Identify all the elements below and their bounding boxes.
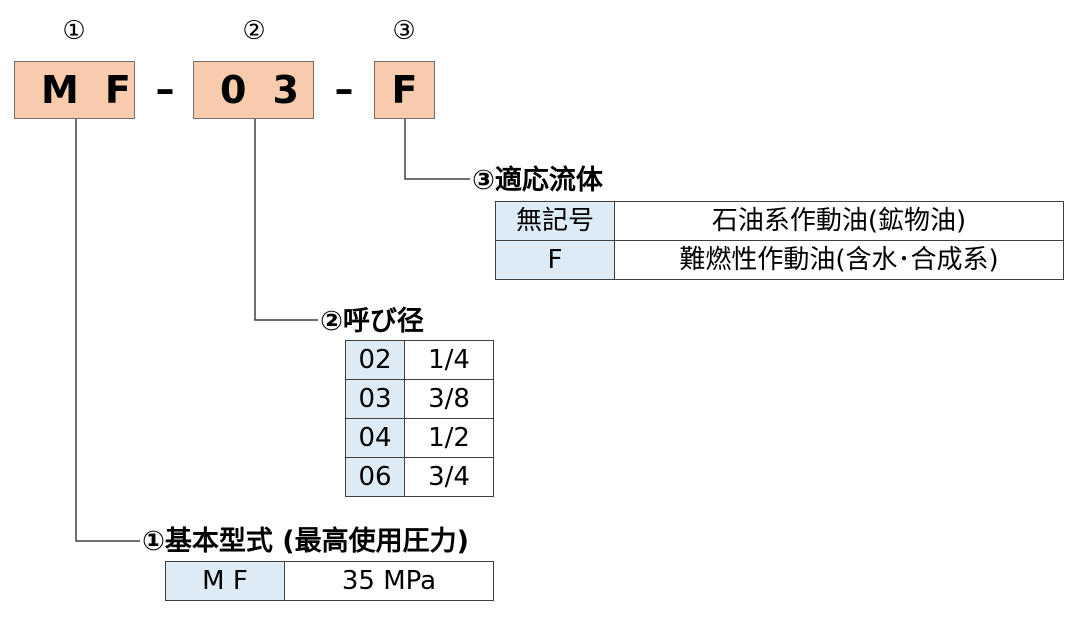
fluid-table: 無記号 石油系作動油(鉱物油) F 難燃性作動油(含水･合成系) bbox=[495, 201, 1064, 280]
code-separator-2: – bbox=[334, 67, 354, 111]
bore-key-cell: 03 bbox=[345, 379, 405, 419]
connector-model bbox=[75, 119, 140, 542]
code-part-bore: 03 bbox=[193, 61, 314, 119]
bore-value-cell: 3/8 bbox=[404, 379, 494, 419]
fluid-key-cell: 無記号 bbox=[495, 201, 615, 241]
model-value-cell: 35 MPa bbox=[284, 561, 494, 601]
bore-value-cell: 1/4 bbox=[404, 340, 494, 380]
table-row: 02 1/4 bbox=[345, 340, 494, 380]
code-separator-1: – bbox=[155, 67, 175, 111]
marker-2: ② bbox=[242, 16, 266, 46]
table-row: M F 35 MPa bbox=[165, 561, 494, 601]
table-row: 03 3/8 bbox=[345, 379, 494, 419]
table-row: 無記号 石油系作動油(鉱物油) bbox=[495, 201, 1064, 241]
bore-heading: ②呼び径 bbox=[320, 306, 424, 337]
fluid-key-cell: F bbox=[495, 240, 615, 280]
table-row: F 難燃性作動油(含水･合成系) bbox=[495, 240, 1064, 280]
bore-key-cell: 02 bbox=[345, 340, 405, 380]
bore-value-cell: 1/2 bbox=[404, 418, 494, 458]
bore-key-cell: 04 bbox=[345, 418, 405, 458]
code-part-model: MF bbox=[14, 61, 135, 119]
fluid-value-cell: 難燃性作動油(含水･合成系) bbox=[614, 240, 1064, 280]
bore-key-cell: 06 bbox=[345, 457, 405, 497]
fluid-heading: ③適応流体 bbox=[472, 165, 603, 196]
table-row: 04 1/2 bbox=[345, 418, 494, 458]
model-heading: ①基本型式 (最高使用圧力) bbox=[142, 526, 469, 557]
model-table: M F 35 MPa bbox=[165, 561, 494, 601]
connector-bore bbox=[254, 119, 318, 321]
bore-table: 02 1/4 03 3/8 04 1/2 06 3/4 bbox=[345, 340, 494, 497]
fluid-value-cell: 石油系作動油(鉱物油) bbox=[614, 201, 1064, 241]
marker-1: ① bbox=[62, 16, 86, 46]
connector-fluid bbox=[404, 119, 470, 180]
bore-value-cell: 3/4 bbox=[404, 457, 494, 497]
table-row: 06 3/4 bbox=[345, 457, 494, 497]
marker-3: ③ bbox=[392, 16, 416, 46]
model-key-cell: M F bbox=[165, 561, 285, 601]
code-part-fluid: F bbox=[374, 61, 435, 119]
